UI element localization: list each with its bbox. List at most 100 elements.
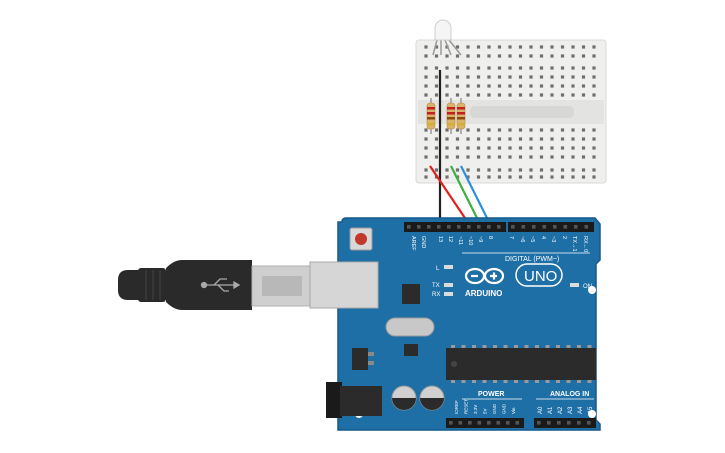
breadboard-hole[interactable] [581,93,586,97]
breadboard-hole[interactable] [455,155,460,159]
breadboard-hole[interactable] [487,45,491,49]
breadboard-hole[interactable] [529,54,533,58]
breadboard-hole[interactable] [497,168,502,172]
breadboard-hole[interactable] [508,84,512,88]
header-pin-socket[interactable] [547,421,551,425]
breadboard-hole[interactable] [434,137,439,141]
breadboard-hole[interactable] [592,75,596,79]
header-pin-socket[interactable] [477,421,482,425]
breadboard-hole[interactable] [571,128,575,132]
breadboard-hole[interactable] [455,54,460,58]
breadboard-hole[interactable] [455,84,460,88]
breadboard-hole[interactable] [445,66,449,70]
breadboard-hole[interactable] [455,93,460,97]
breadboard-hole[interactable] [508,137,512,141]
breadboard-hole[interactable] [497,45,502,49]
header-pin-socket[interactable] [449,421,453,425]
header-pin-socket[interactable] [515,421,520,425]
header-pin-socket[interactable] [468,421,472,425]
breadboard-hole[interactable] [497,66,502,70]
breadboard-hole[interactable] [487,54,491,58]
breadboard-hole[interactable] [424,75,428,79]
breadboard-hole[interactable] [529,168,533,172]
breadboard-hole[interactable] [487,66,491,70]
breadboard-hole[interactable] [560,137,565,141]
breadboard-hole[interactable] [518,168,523,172]
breadboard-hole[interactable] [424,146,428,150]
header-pin-socket[interactable] [457,225,461,229]
breadboard-hole[interactable] [571,155,575,159]
header-pin-socket[interactable] [587,421,591,425]
breadboard-hole[interactable] [508,66,512,70]
breadboard-hole[interactable] [571,175,575,179]
breadboard-hole[interactable] [487,75,491,79]
breadboard-hole[interactable] [434,45,439,49]
header-pin-socket[interactable] [553,225,557,229]
breadboard-hole[interactable] [518,45,523,49]
breadboard-hole[interactable] [476,128,481,132]
breadboard-hole[interactable] [466,137,470,141]
breadboard-hole[interactable] [445,128,449,132]
breadboard-hole[interactable] [518,54,523,58]
breadboard-hole[interactable] [571,93,575,97]
breadboard-hole[interactable] [466,128,470,132]
breadboard-hole[interactable] [476,93,481,97]
breadboard-hole[interactable] [550,168,554,172]
breadboard-hole[interactable] [466,175,470,179]
breadboard-hole[interactable] [466,93,470,97]
header-pin-socket[interactable] [511,225,515,229]
breadboard-hole[interactable] [518,93,523,97]
breadboard-hole[interactable] [518,146,523,150]
breadboard-hole[interactable] [445,137,449,141]
breadboard-hole[interactable] [424,54,428,58]
breadboard-hole[interactable] [455,45,460,49]
breadboard-hole[interactable] [455,168,460,172]
breadboard-hole[interactable] [592,175,596,179]
breadboard-hole[interactable] [539,168,544,172]
breadboard-hole[interactable] [581,128,586,132]
breadboard-hole[interactable] [424,84,428,88]
breadboard-hole[interactable] [497,146,502,150]
breadboard-hole[interactable] [581,146,586,150]
breadboard-hole[interactable] [466,75,470,79]
breadboard-hole[interactable] [529,146,533,150]
rgb-led[interactable] [432,19,462,56]
usb-cable[interactable] [118,260,311,310]
breadboard-hole[interactable] [434,66,439,70]
breadboard-hole[interactable] [550,155,554,159]
header-pin-socket[interactable] [427,225,431,229]
breadboard-hole[interactable] [424,137,428,141]
breadboard-hole[interactable] [592,93,596,97]
breadboard-hole[interactable] [529,84,533,88]
breadboard-hole[interactable] [581,155,586,159]
breadboard-hole[interactable] [476,66,481,70]
header-pin-socket[interactable] [477,225,481,229]
breadboard-hole[interactable] [539,155,544,159]
breadboard-hole[interactable] [487,168,491,172]
breadboard-hole[interactable] [487,137,491,141]
breadboard-hole[interactable] [539,137,544,141]
breadboard-hole[interactable] [560,155,565,159]
breadboard-hole[interactable] [424,155,428,159]
breadboard-hole[interactable] [508,54,512,58]
breadboard-hole[interactable] [455,75,460,79]
breadboard-hole[interactable] [518,84,523,88]
breadboard-hole[interactable] [529,75,533,79]
breadboard-hole[interactable] [487,128,491,132]
breadboard-hole[interactable] [539,66,544,70]
header-pin-socket[interactable] [563,225,568,229]
breadboard-hole[interactable] [466,168,470,172]
breadboard-hole[interactable] [571,75,575,79]
breadboard-hole[interactable] [508,93,512,97]
analog-header[interactable] [534,418,596,428]
breadboard-hole[interactable] [592,66,596,70]
breadboard-hole[interactable] [487,146,491,150]
breadboard-hole[interactable] [592,137,596,141]
header-pin-socket[interactable] [447,225,451,229]
resistor-1[interactable] [426,98,436,134]
header-pin-socket[interactable] [496,421,501,425]
breadboard-hole[interactable] [571,137,575,141]
breadboard-hole[interactable] [476,155,481,159]
